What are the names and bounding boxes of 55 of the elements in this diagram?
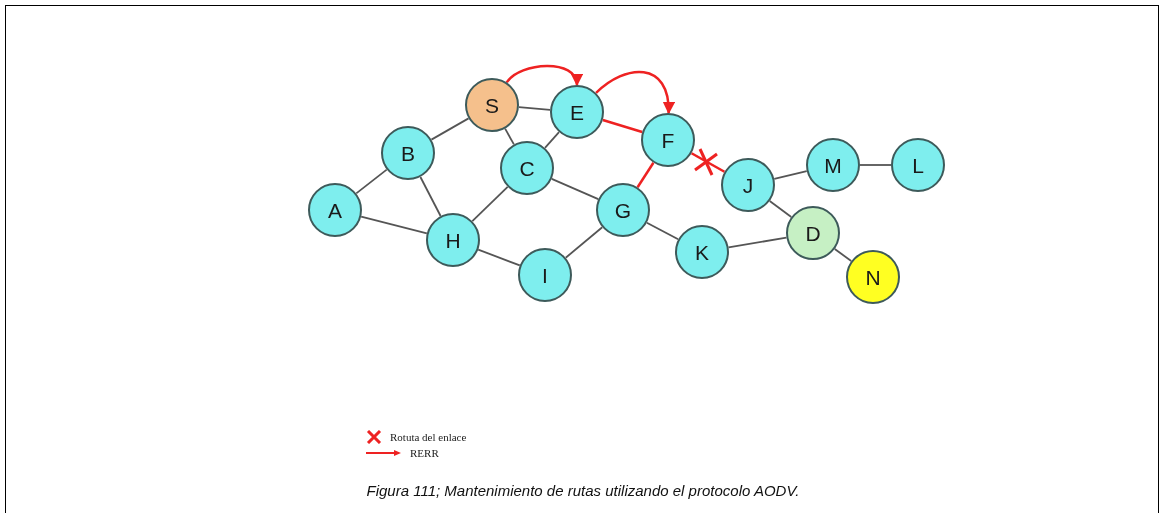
link-line [518, 106, 551, 111]
node-circle [786, 206, 840, 260]
link-line [768, 200, 793, 218]
node-label: G [614, 199, 632, 221]
node-label: D [805, 222, 821, 244]
node-label: E [570, 101, 584, 123]
link-line [833, 248, 853, 262]
link-line [602, 118, 643, 134]
link-line [544, 131, 560, 149]
legend-text: Rotuta del enlace [390, 431, 467, 443]
node-label: S [485, 94, 499, 116]
node-circle [518, 248, 572, 302]
figure-caption: Figura 111; Mantenimiento de rutas utilizando el protocolo AODV. [365, 482, 801, 499]
link-line [477, 248, 521, 267]
link-line [636, 162, 655, 188]
link-line [773, 170, 808, 180]
node-circle [381, 126, 435, 180]
link-line [690, 152, 726, 173]
link-line [430, 117, 470, 141]
node-circle [721, 158, 775, 212]
node-label: M [824, 154, 842, 176]
link-line [550, 177, 600, 201]
node-circle [891, 138, 945, 192]
node-circle [426, 213, 480, 267]
node-circle [675, 225, 729, 279]
link-line [419, 176, 442, 217]
node-label: K [695, 241, 709, 263]
node-circle [846, 250, 900, 304]
link-line [504, 127, 515, 146]
link-line [859, 164, 892, 166]
link-line [360, 215, 428, 235]
node-label: N [865, 266, 881, 288]
node-label: J [742, 174, 754, 196]
node-label: C [519, 157, 535, 179]
node-circle [641, 113, 695, 167]
node-label: B [401, 142, 415, 164]
node-label: L [912, 154, 924, 176]
node-label: A [328, 199, 342, 221]
legend-text: RERR [410, 447, 439, 459]
node-circle [596, 183, 650, 237]
link-line [471, 185, 509, 223]
link-line [727, 236, 788, 249]
node-label: H [445, 229, 461, 251]
arrow [505, 64, 582, 87]
node-circle [465, 78, 519, 132]
link-line [564, 226, 604, 259]
link-line [645, 221, 680, 241]
node-circle [308, 183, 362, 237]
node-label: F [661, 129, 675, 151]
node-circle [500, 141, 554, 195]
node-circle [550, 85, 604, 139]
link-line [355, 168, 388, 195]
node-circle [806, 138, 860, 192]
arrow [595, 70, 675, 115]
node-label: I [542, 264, 548, 286]
